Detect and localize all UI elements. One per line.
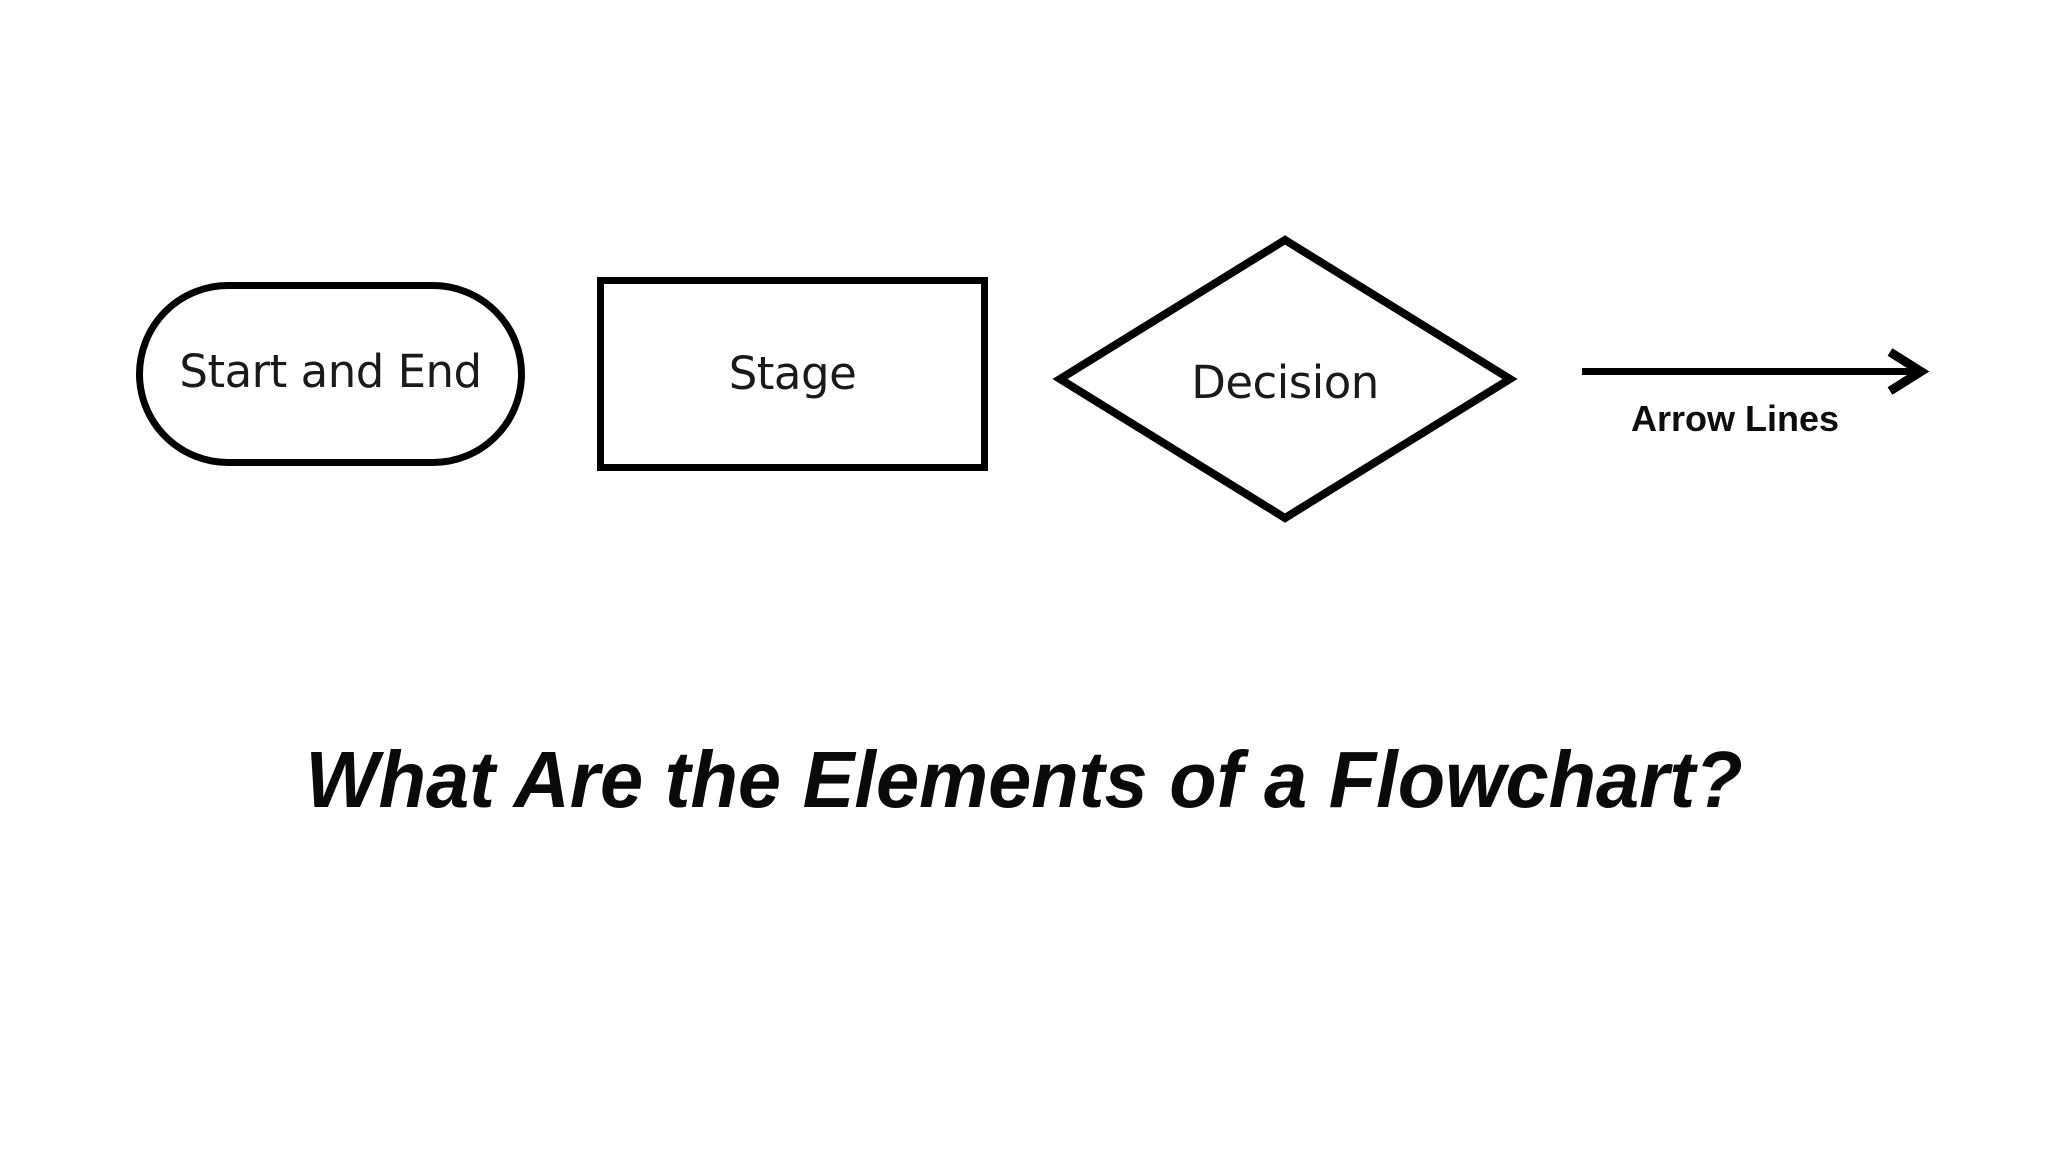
page-title: What Are the Elements of a Flowchart? [305,735,1743,824]
arrow-right-icon [1582,348,1930,395]
shape-label-stage: Stage [728,347,857,400]
flowchart-shape-stage[interactable]: Stage [597,277,988,471]
shape-label-start-end: Start and End [179,345,482,398]
flowchart-shape-decision[interactable]: Decision [1052,232,1518,526]
diamond-shape-icon [1052,235,1518,523]
flowchart-shape-start-end[interactable]: Start and End [136,282,525,466]
shape-label-arrow-lines: Arrow Lines [1630,398,1840,439]
flowchart-shape-arrow-line[interactable] [1570,340,1940,410]
